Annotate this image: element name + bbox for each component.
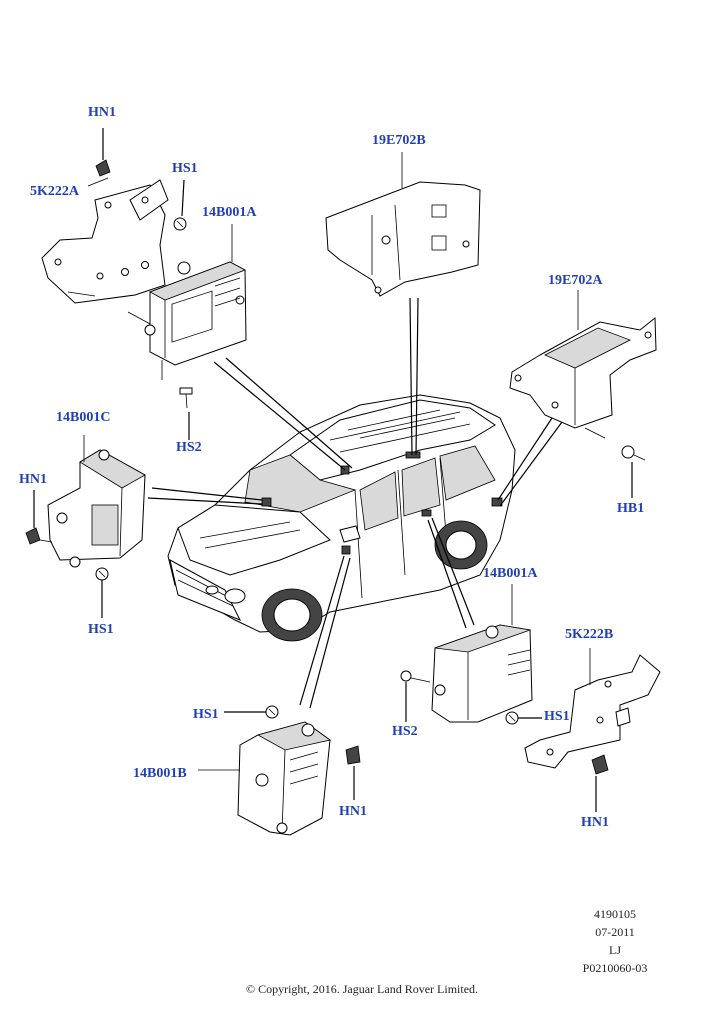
- screw-hs1-top-left: [173, 179, 187, 231]
- bracket-5k222a: [41, 177, 169, 326]
- callout-14b001a-top: 14B001A: [202, 205, 257, 220]
- screw-hs1-left: [95, 567, 109, 618]
- module-19e702a: [509, 290, 657, 439]
- callout-14b001a-bottom: 14B001A: [483, 566, 538, 581]
- callout-19e702a: 19E702A: [548, 273, 603, 288]
- callout-hs1-bottom: HS1: [193, 707, 219, 722]
- callout-5k222a: 5K222A: [30, 184, 79, 199]
- front-door-module-marker: [341, 545, 351, 555]
- callout-hs1-left: HS1: [88, 622, 114, 637]
- door-module-marker: [421, 509, 432, 517]
- ref-number: 4190105: [594, 907, 636, 921]
- module-14b001a-bottom: [431, 584, 533, 723]
- callout-hs2-right: HS2: [392, 724, 418, 739]
- dash-module-marker: [261, 497, 272, 507]
- nut-hn1-top-left: [95, 128, 111, 177]
- drawing-date: 07-2011: [595, 925, 635, 939]
- drawing-code: P0210060-03: [582, 961, 648, 975]
- screw-hs1-right: [505, 711, 542, 725]
- module-14b001c: [47, 435, 146, 568]
- leader-lines: [147, 297, 563, 709]
- callout-hb1: HB1: [617, 501, 645, 516]
- screw-hs2-right: [400, 670, 431, 722]
- callout-hn1-top-left: HN1: [88, 105, 116, 120]
- bolt-hb1: [621, 445, 646, 498]
- module-14b001a-top: [144, 224, 247, 380]
- callout-14b001b: 14B001B: [133, 766, 187, 781]
- rear-module-marker: [491, 497, 503, 507]
- callout-hn1-left: HN1: [19, 472, 47, 487]
- callout-hn1-bottom: HN1: [339, 804, 367, 819]
- callout-hs1-top-left: HS1: [172, 161, 198, 176]
- nut-hn1-left: [25, 490, 53, 545]
- callout-hn1-bottom-right: HN1: [581, 815, 609, 830]
- bracket-19e702b: [325, 152, 481, 297]
- nut-hn1-bottom: [345, 745, 361, 800]
- drawing-initials: LJ: [609, 943, 621, 957]
- nut-hn1-bottom-right: [591, 754, 609, 812]
- callout-19e702b: 19E702B: [372, 133, 426, 148]
- callout-14b001c: 14B001C: [56, 410, 111, 425]
- vehicle-illustration: [167, 394, 516, 642]
- roof-vent-marker: [405, 451, 421, 459]
- screw-hs1-bottom: [224, 705, 279, 719]
- screw-hs2-left: [179, 387, 193, 440]
- callout-5k222b: 5K222B: [565, 627, 614, 642]
- callout-hs2-left: HS2: [176, 440, 202, 455]
- callout-hs1-right: HS1: [544, 709, 570, 724]
- copyright-notice: © Copyright, 2016. Jaguar Land Rover Lim…: [245, 982, 479, 996]
- bracket-5k222b: [524, 648, 661, 769]
- module-14b001b: [198, 721, 331, 836]
